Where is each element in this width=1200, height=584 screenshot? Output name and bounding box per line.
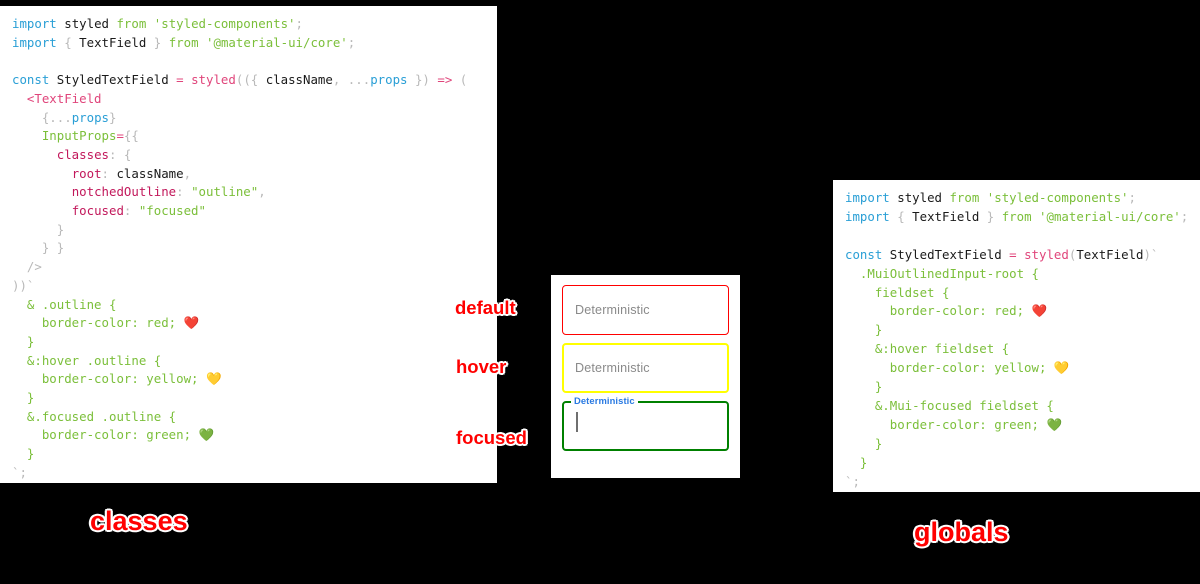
code-line: root: className, [71, 165, 192, 181]
panel-title-globals: globals [914, 517, 1009, 547]
code-line: &.Mui-focused fieldset { [874, 397, 1054, 413]
annotation-hover: hover [456, 356, 507, 377]
text-caret [576, 412, 578, 432]
code-line: border-color: red; ❤️ [889, 303, 1048, 319]
textfield-demo-panel: Deterministic Deterministic Deterministi… [551, 275, 740, 478]
code-line: InputProps={{ [41, 128, 139, 144]
yellow-heart-icon: 💛 [1053, 360, 1070, 376]
yellow-heart-icon: 💛 [205, 371, 222, 387]
textfield-floating-label: Deterministic [571, 394, 638, 408]
code-line: } [859, 454, 868, 470]
code-line: } [874, 322, 883, 338]
textfield-outline-hover [562, 343, 729, 393]
code-line: border-color: yellow; 💛 [889, 360, 1070, 376]
code-line: & .outline { [26, 296, 117, 312]
code-line-blank [845, 227, 1188, 246]
code-line: } } [41, 240, 65, 256]
code-line: import { TextField } from '@material-ui/… [845, 208, 1189, 224]
code-line: } [26, 390, 35, 406]
code-panel-classes: import styled from 'styled-components'; … [0, 6, 497, 483]
code-line: const StyledTextField = styled(TextField… [845, 246, 1159, 262]
code-line: import { TextField } from '@material-ui/… [12, 34, 356, 50]
code-line: .MuiOutlinedInput-root { [859, 265, 1039, 281]
code-line: import styled from 'styled-components'; [845, 190, 1136, 205]
textfield-value-default: Deterministic [575, 303, 650, 317]
code-line: border-color: red; ❤️ [41, 315, 200, 331]
textfield-outline-focused [562, 401, 729, 451]
red-heart-icon: ❤️ [183, 315, 200, 331]
code-line: } [26, 333, 35, 349]
code-line: <TextField [26, 90, 102, 106]
code-line: } [874, 435, 883, 451]
code-line: `; [12, 464, 27, 480]
code-line: import styled from 'styled-components'; [12, 16, 303, 31]
code-line: ))` [12, 277, 35, 293]
textfield-outline-default [562, 285, 729, 335]
annotation-default: default [455, 297, 516, 318]
code-line: border-color: green; 💚 [41, 427, 215, 443]
code-panel-globals: import styled from 'styled-components'; … [833, 180, 1200, 492]
code-line: } [874, 379, 883, 395]
textfield-hover[interactable]: Deterministic [562, 343, 729, 393]
code-line: &.focused .outline { [26, 408, 177, 424]
annotation-focused: focused [456, 427, 527, 448]
code-line: const StyledTextField = styled(({ classN… [12, 72, 468, 88]
code-line: focused: "focused" [71, 203, 206, 219]
code-line: } [26, 446, 35, 462]
green-heart-icon: 💚 [198, 427, 215, 443]
textfield-default[interactable]: Deterministic [562, 285, 729, 335]
code-line: &:hover fieldset { [874, 341, 1010, 357]
code-line: border-color: yellow; 💛 [41, 371, 222, 387]
panel-title-classes: classes [90, 506, 188, 536]
red-heart-icon: ❤️ [1031, 303, 1048, 319]
green-heart-icon: 💚 [1046, 416, 1063, 432]
code-line: border-color: green; 💚 [889, 416, 1063, 432]
code-line: classes: { [56, 146, 132, 162]
code-line: /> [26, 259, 42, 275]
code-line: `; [845, 473, 860, 489]
code-line: fieldset { [874, 284, 950, 300]
code-line: } [56, 221, 65, 237]
code-line: &:hover .outline { [26, 352, 162, 368]
textfield-value-hover: Deterministic [575, 361, 650, 375]
textfield-focused[interactable]: Deterministic [562, 394, 729, 451]
code-line-blank [12, 52, 485, 71]
code-line: {...props} [41, 109, 117, 125]
code-line: notchedOutline: "outline", [71, 184, 266, 200]
